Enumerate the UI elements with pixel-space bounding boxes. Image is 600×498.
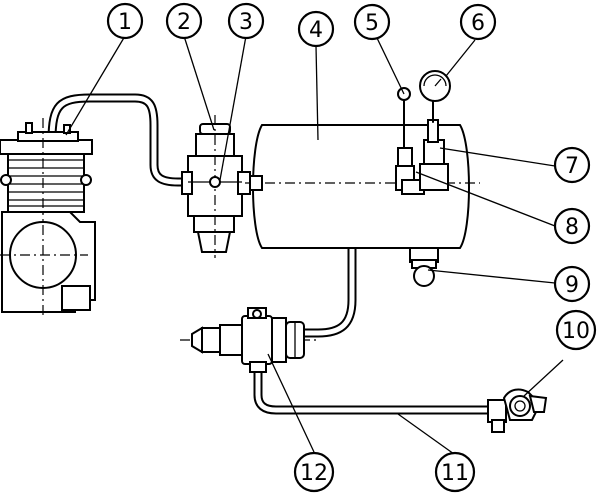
pipe-regulator-to-coupling [253, 360, 495, 415]
pipe-compressor-to-valve [47, 93, 197, 187]
callout-3: 3 [227, 2, 265, 40]
callout-1: 1 [106, 2, 144, 40]
compressor [0, 118, 96, 315]
callout-4: 4 [297, 10, 335, 48]
drain-cock [411, 259, 437, 287]
coupling-head [487, 388, 548, 433]
leader-lines [65, 35, 564, 455]
callout-8: 8 [553, 207, 591, 245]
callout-11-label: 11 [441, 461, 469, 486]
check-valve-assembly [395, 70, 451, 195]
callout-5-label: 5 [365, 11, 379, 36]
callout-7-label: 7 [565, 154, 579, 179]
callout-2-label: 2 [177, 10, 191, 35]
callout-6: 6 [459, 3, 497, 41]
pressure-regulator [180, 307, 320, 373]
callout-4-label: 4 [309, 18, 323, 43]
callout-10: 10 [555, 309, 597, 351]
callout-2: 2 [165, 2, 203, 40]
callout-10-label: 10 [562, 319, 590, 344]
pressure-valve [181, 115, 251, 258]
callout-5: 5 [353, 3, 391, 41]
callout-8-label: 8 [565, 215, 579, 240]
callout-12-label: 12 [300, 461, 328, 486]
callout-12: 12 [293, 451, 335, 493]
callout-6-label: 6 [471, 11, 485, 36]
callout-7: 7 [553, 146, 591, 184]
callout-9-label: 9 [565, 273, 579, 298]
callout-11: 11 [434, 451, 476, 493]
callout-9: 9 [553, 265, 591, 303]
callout-3-label: 3 [239, 10, 253, 35]
callout-1-label: 1 [118, 10, 132, 35]
